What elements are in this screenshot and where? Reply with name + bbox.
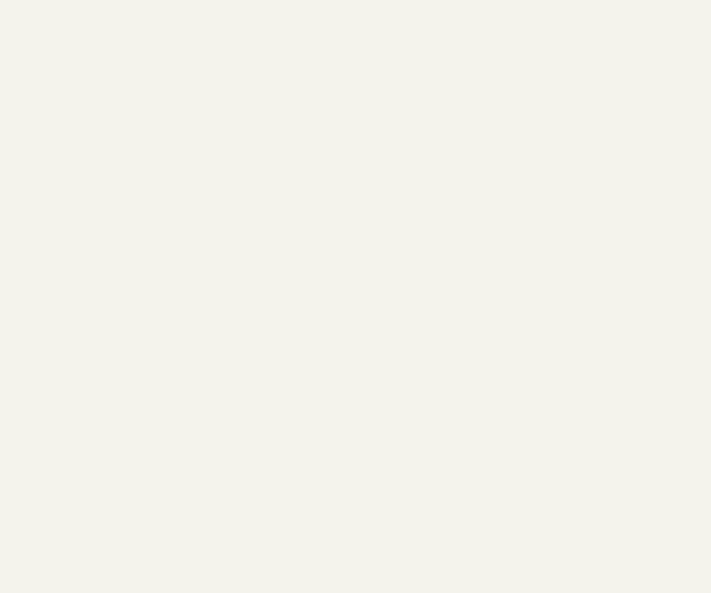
schematic-canvas <box>0 0 711 593</box>
schematic-draw-layer <box>0 0 711 593</box>
